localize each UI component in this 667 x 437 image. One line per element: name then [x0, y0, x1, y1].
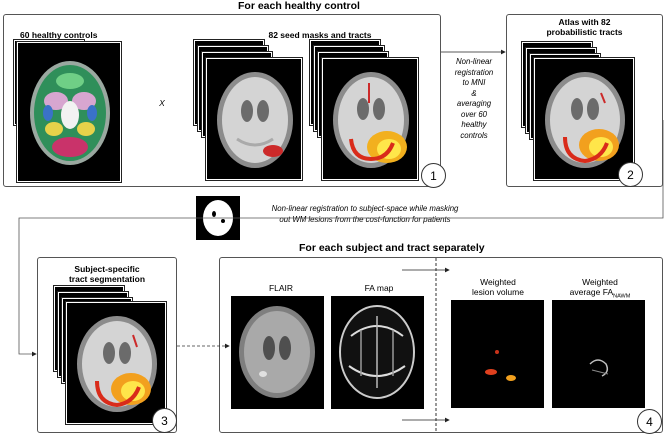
registration-line-6: over 60 [460, 109, 487, 119]
step-3-badge: 3 [152, 408, 177, 433]
subject-registration-note: Non-linear registration to subject-space… [240, 204, 490, 225]
atlas-label: Atlas with 82 probabilistic tracts [512, 17, 657, 37]
fa-map-image [331, 296, 424, 409]
section-divider [435, 258, 437, 433]
registration-line-3: to MNI [462, 78, 486, 87]
subject-tract-label: Subject-specific tract segmentation [42, 264, 172, 284]
subject-tract-image [65, 301, 167, 425]
seed-brain-graphic [217, 72, 293, 168]
lesion-volume-label: Weighted lesion volume [453, 277, 543, 297]
atlas-tract-graphic [545, 72, 625, 168]
lesion-volume-image [451, 300, 544, 408]
seed-mask-image [205, 57, 303, 181]
lesion-volume-graphic [485, 350, 516, 381]
lesion-mask-image [196, 196, 240, 240]
subject-label-line-1: Subject-specific [74, 264, 140, 274]
registration-line-4: & [471, 88, 477, 98]
step-2-badge: 2 [618, 162, 643, 187]
subject-tract-graphic [77, 316, 157, 412]
times-symbol: X [159, 98, 165, 108]
top-section-title: For each healthy control [238, 0, 360, 12]
tracts-image [321, 57, 419, 181]
atlas-label-line-2: probabilistic tracts [546, 27, 623, 37]
subject-registration-line-2: out WM lesions from the cost-function fo… [279, 214, 451, 224]
subject-label-line-2: tract segmentation [68, 274, 146, 284]
seed-masks-label: 82 seed masks and tracts [268, 30, 372, 40]
registration-line-5: averaging [456, 99, 492, 108]
subject-registration-line-1: Non-linear registration to subject-space… [271, 204, 459, 213]
lesion-label-line-2: lesion volume [472, 287, 524, 297]
weighted-fa-prefix: average FA [569, 287, 614, 297]
step-4-badge: 4 [637, 409, 662, 434]
flair-brain-graphic [239, 306, 315, 398]
registration-line-8: controls [460, 130, 488, 140]
registration-line-7: healthy [461, 120, 487, 129]
atlas-label-line-1: Atlas with 82 [558, 17, 611, 27]
atlas-image [533, 57, 635, 181]
fa-map-label: FA map [364, 283, 394, 293]
step-1-badge: 1 [421, 163, 446, 188]
controls-brain-image [16, 41, 122, 183]
registration-line-2: registration [454, 67, 494, 77]
registration-line-1: Non-linear [456, 57, 492, 66]
fa-map-graphic [339, 305, 415, 399]
lesion-mask-graphic [203, 200, 233, 236]
weighted-fa-label: Weighted average FANAWM [550, 277, 650, 302]
weighted-fa-graphic [589, 359, 609, 377]
weighted-fa-image [552, 300, 645, 408]
flair-label: FLAIR [268, 283, 294, 293]
registration-note: Non-linear registration to MNI & averagi… [445, 57, 503, 141]
atlas-brain-graphic [30, 61, 110, 165]
tract-brain-graphic [333, 72, 409, 168]
weighted-fa-subscript: NAWM [613, 293, 631, 300]
lesion-label-line-1: Weighted [480, 277, 516, 287]
flair-image [231, 296, 324, 409]
per-subject-title: For each subject and tract separately [299, 242, 485, 254]
controls-label: 60 healthy controls [20, 30, 98, 40]
weighted-fa-line-1: Weighted [582, 277, 618, 287]
